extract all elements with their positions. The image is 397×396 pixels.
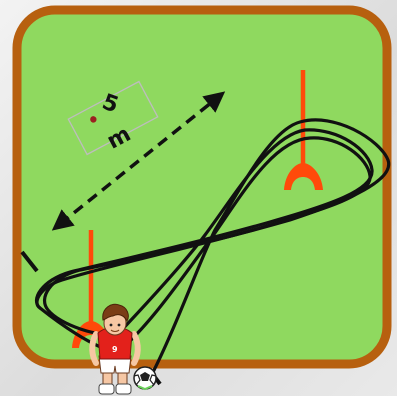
soccer-ball-icon	[134, 367, 156, 389]
field	[17, 10, 387, 364]
jersey-number: 9	[112, 345, 118, 354]
